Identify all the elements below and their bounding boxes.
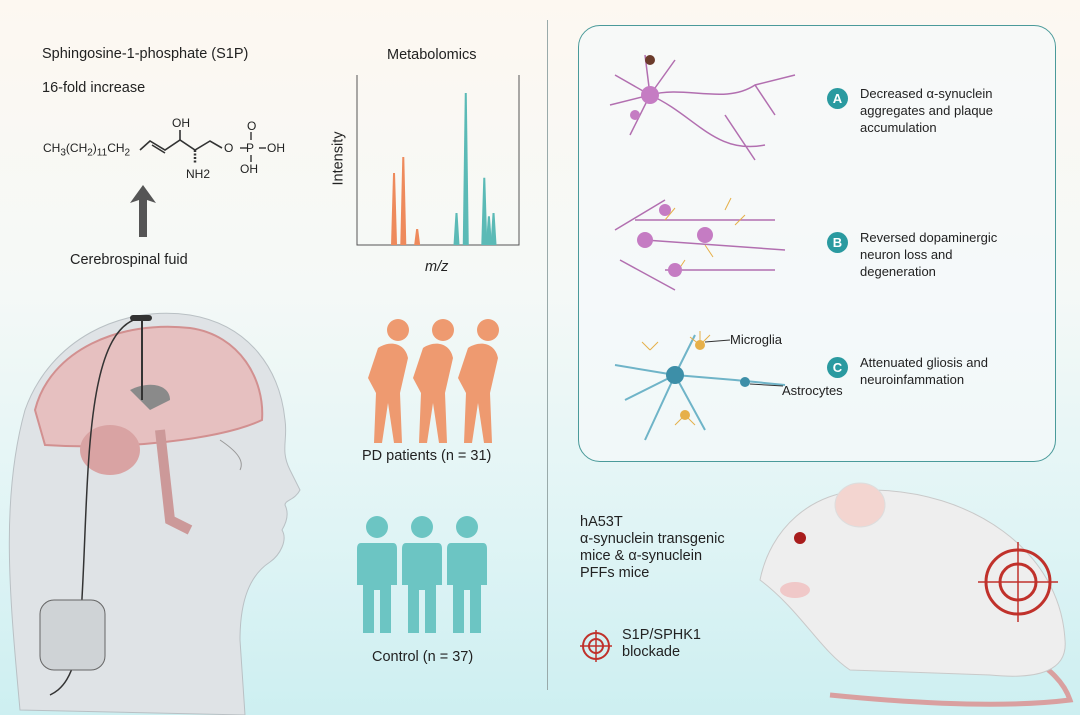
csf-label: Cerebrospinal fuid [70,252,188,268]
model-text: hA53T α-synuclein transgenic mice & α-sy… [580,514,725,582]
microglia-label: Microglia [730,332,783,347]
bond-lines [139,130,266,164]
model-line: mice & α-synuclein [580,548,703,564]
s1p-increase: 16-fold increase [42,80,146,96]
mouse-illustration [759,482,1074,707]
finding-text: Reversed dopaminergic neuron loss and dege… [860,229,997,280]
o-label: O [224,141,234,155]
finding-line: Attenuated gliosis and [860,355,988,370]
s1p-title: Sphingosine-1-phosphate (S1P) [42,46,249,62]
model-line: α-synuclein transgenic [580,531,725,547]
arrow-up-icon [130,185,156,237]
neuron-b-illustration [614,197,786,291]
finding-line: Reversed dopaminergic [860,230,998,245]
spectrum-peak [414,229,421,245]
target-icon [580,630,612,662]
person-icon [447,516,487,633]
nh2-label: NH2 [186,167,211,181]
person-icon [402,516,442,633]
person-icon [368,319,409,443]
mz-label: m/z [425,259,449,275]
control-label: Control (n = 37) [372,649,474,665]
finding-line: degeneration [860,264,936,279]
spectrum-peak [391,173,398,245]
person-icon [458,319,499,443]
spectrum-peak [490,213,497,245]
finding-line: neuroinfammation [860,372,965,387]
oh-bottom-label: OH [240,162,258,176]
spectrum-peak [462,93,469,245]
p-label: P [246,141,255,155]
section-divider [547,20,548,690]
pd-patient-figures [368,319,499,443]
oh-label: OH [172,116,190,130]
metabolomics-spectrum [356,75,520,246]
finding-line: neuron loss and [860,247,953,262]
pd-label: PD patients (n = 31) [362,448,492,464]
person-icon [413,319,454,443]
finding-badge-b: B [827,232,848,253]
spectrum-peak [485,216,492,245]
astrocytes-label: Astrocytes [782,383,843,398]
model-line: PFFs mice [580,565,650,581]
spectrum-peak [481,177,488,245]
oh-p-label: OH [267,141,285,155]
metabolomics-title: Metabolomics [387,47,477,63]
spectrum-peak [400,157,407,245]
finding-line: accumulation [860,120,937,135]
finding-line: Decreased α-synuclein [860,86,993,101]
control-figures [357,516,487,633]
blockade-line: S1P/SPHK1 [622,627,701,643]
finding-line: aggregates and plaque [860,103,994,118]
glia-c-illustration [614,331,786,441]
o-top-label: O [247,119,257,133]
neuron-a-illustration [609,54,796,161]
head-illustration [8,312,301,715]
finding-badge-c: C [827,357,848,378]
finding-badge-a: A [827,88,848,109]
intensity-label: Intensity [330,131,347,186]
blockade-text: S1P/SPHK1 blockade [622,627,701,661]
blockade-line: blockade [622,644,681,660]
chain-group: CH3(CH2)11CH2 [43,141,131,159]
person-icon [357,516,397,633]
model-line: hA53T [580,514,623,530]
finding-text: Decreased α-synuclein aggregates and plaq… [860,85,993,136]
finding-text: Attenuated gliosis and neuroinfammation [860,354,988,388]
spectrum-peak [453,213,460,245]
